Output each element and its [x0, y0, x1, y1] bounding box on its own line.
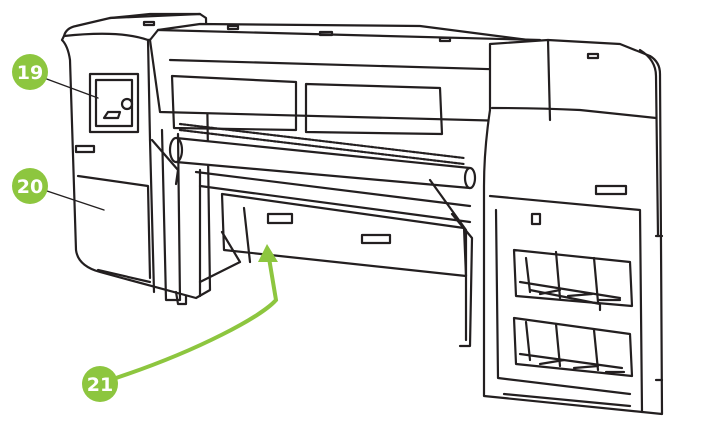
- vent-grill: [178, 122, 466, 160]
- crossbeam-slot-2: [360, 233, 392, 245]
- left-foot: [174, 290, 188, 306]
- callout-20: 20: [12, 168, 48, 204]
- svg-text:19: 19: [17, 62, 43, 84]
- left-access-door: [88, 72, 140, 134]
- callout-19: 19: [12, 54, 48, 90]
- left-label-plate: [74, 144, 96, 154]
- connector: [530, 212, 542, 226]
- center-frame: [150, 128, 474, 348]
- svg-text:20: 20: [17, 176, 43, 198]
- right-label-plate: [594, 184, 628, 196]
- center-top-housing: [142, 20, 550, 190]
- leader-line-19: [43, 77, 99, 99]
- right-cabinet: [482, 38, 664, 416]
- left-lower-panel: [76, 174, 152, 280]
- callout-21-arrow: [114, 244, 279, 380]
- media-roller: [174, 136, 472, 190]
- ink-shelf-upper: [512, 248, 634, 312]
- ink-shelf-lower: [512, 316, 634, 378]
- crossbeam-slot-1: [266, 212, 294, 225]
- leader-lines: [43, 77, 105, 211]
- left-window: [170, 74, 298, 132]
- leader-line-20: [43, 189, 105, 211]
- svg-text:21: 21: [87, 374, 113, 396]
- callout-21: 21: [82, 366, 118, 402]
- right-window: [304, 82, 444, 136]
